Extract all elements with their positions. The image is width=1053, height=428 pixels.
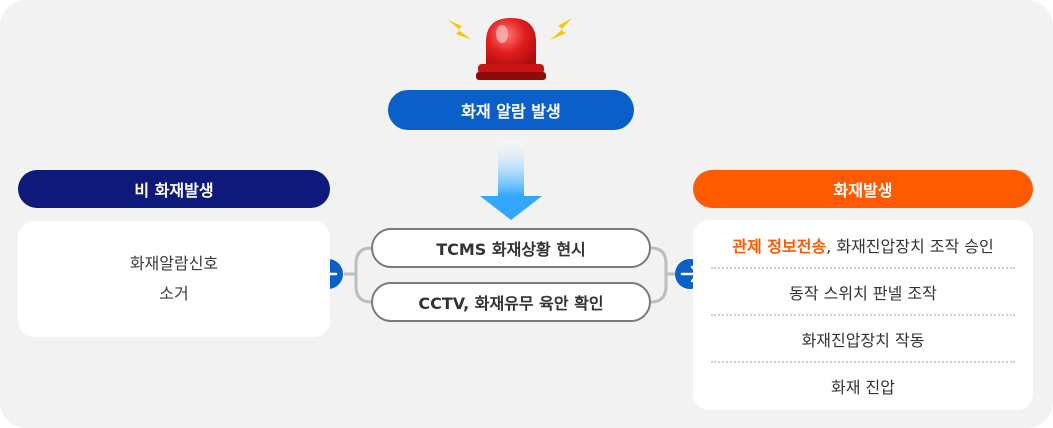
cctv-check-pill: CCTV, 화재유무 육안 확인 <box>371 282 651 322</box>
fire-step-text: , 화재진압장치 조작 승인 <box>826 237 994 256</box>
fire-step-text: 동작 스위치 판넬 조작 <box>789 284 937 303</box>
arrow-down-icon <box>480 140 542 220</box>
non-fire-line: 소거 <box>159 284 189 303</box>
fire-alarm-label: 화재 알람 발생 <box>388 90 634 130</box>
non-fire-card: 화재알람신호 소거 <box>18 221 330 337</box>
step-divider <box>711 361 1015 363</box>
fire-step: 동작 스위치 판넬 조작 <box>711 269 1015 315</box>
fire-step: 화재진압장치 작동 <box>711 316 1015 362</box>
lightning-icon <box>550 18 572 40</box>
non-fire-label: 비 화재발생 <box>18 170 330 208</box>
fire-step: 화재 진압 <box>711 363 1015 409</box>
non-fire-line: 화재알람신호 <box>129 254 219 273</box>
step-divider <box>711 267 1015 269</box>
siren-icon <box>476 18 546 80</box>
step-divider <box>711 314 1015 316</box>
fire-step: 관제 정보전송, 화재진압장치 조작 승인 <box>711 222 1015 268</box>
connector-lines <box>344 246 676 304</box>
fire-step-text: 화재 진압 <box>831 378 895 397</box>
fire-label: 화재발생 <box>693 170 1033 208</box>
fire-step-highlight: 관제 정보전송 <box>732 237 827 256</box>
lightning-icon <box>448 20 472 40</box>
fire-step-text: 화재진압장치 작동 <box>801 331 925 350</box>
fire-steps-card: 관제 정보전송, 화재진압장치 조작 승인 동작 스위치 판넬 조작 화재진압장… <box>693 220 1033 410</box>
tcms-check-pill: TCMS 화재상황 현시 <box>371 228 651 268</box>
